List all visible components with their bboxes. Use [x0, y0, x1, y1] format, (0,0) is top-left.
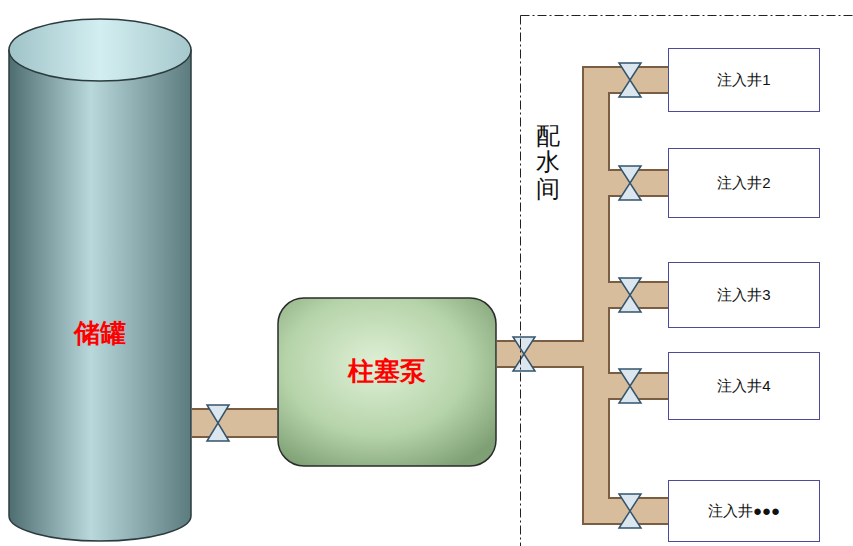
pipe-outline: [192, 408, 277, 438]
pipe-outline: [497, 354, 668, 511]
injection-well-box: 注入井1: [668, 48, 820, 112]
injection-well-box: 注入井3: [668, 262, 820, 328]
valve-symbol: [513, 337, 535, 371]
valve-symbol: [619, 494, 641, 528]
valve-symbol: [619, 278, 641, 312]
node-label: 柱塞泵: [348, 354, 426, 389]
pipe: [497, 354, 668, 511]
distribution-room-region: 配水间 注入井1 注入井2 注入井3 注入井4 注入井●●●: [520, 15, 853, 546]
storage-tank: 储罐: [8, 18, 192, 542]
injection-well-box: 注入井2: [668, 148, 820, 218]
region-label: 配水间: [536, 123, 560, 202]
node-label: 储罐: [8, 316, 192, 351]
pipe: [192, 410, 277, 436]
pipe: [497, 183, 668, 354]
injection-well-box: 注入井●●●: [668, 480, 820, 542]
injection-well-box: 注入井4: [668, 352, 820, 420]
valve-symbol: [619, 369, 641, 403]
node-label: 注入井2: [717, 174, 770, 193]
valve-symbol: [619, 166, 641, 200]
plunger-pump: 柱塞泵: [277, 297, 497, 467]
node-label: 注入井●●●: [708, 502, 780, 521]
node-label: 注入井1: [717, 71, 770, 90]
pipe: [497, 80, 668, 354]
valve-symbol: [207, 405, 229, 441]
pipe-outline: [497, 183, 668, 354]
valve-symbol: [619, 63, 641, 97]
node-label: 注入井3: [717, 286, 770, 305]
pipe-outline: [497, 80, 668, 354]
tank-cylinder: [8, 18, 192, 542]
node-label: 注入井4: [717, 377, 770, 396]
